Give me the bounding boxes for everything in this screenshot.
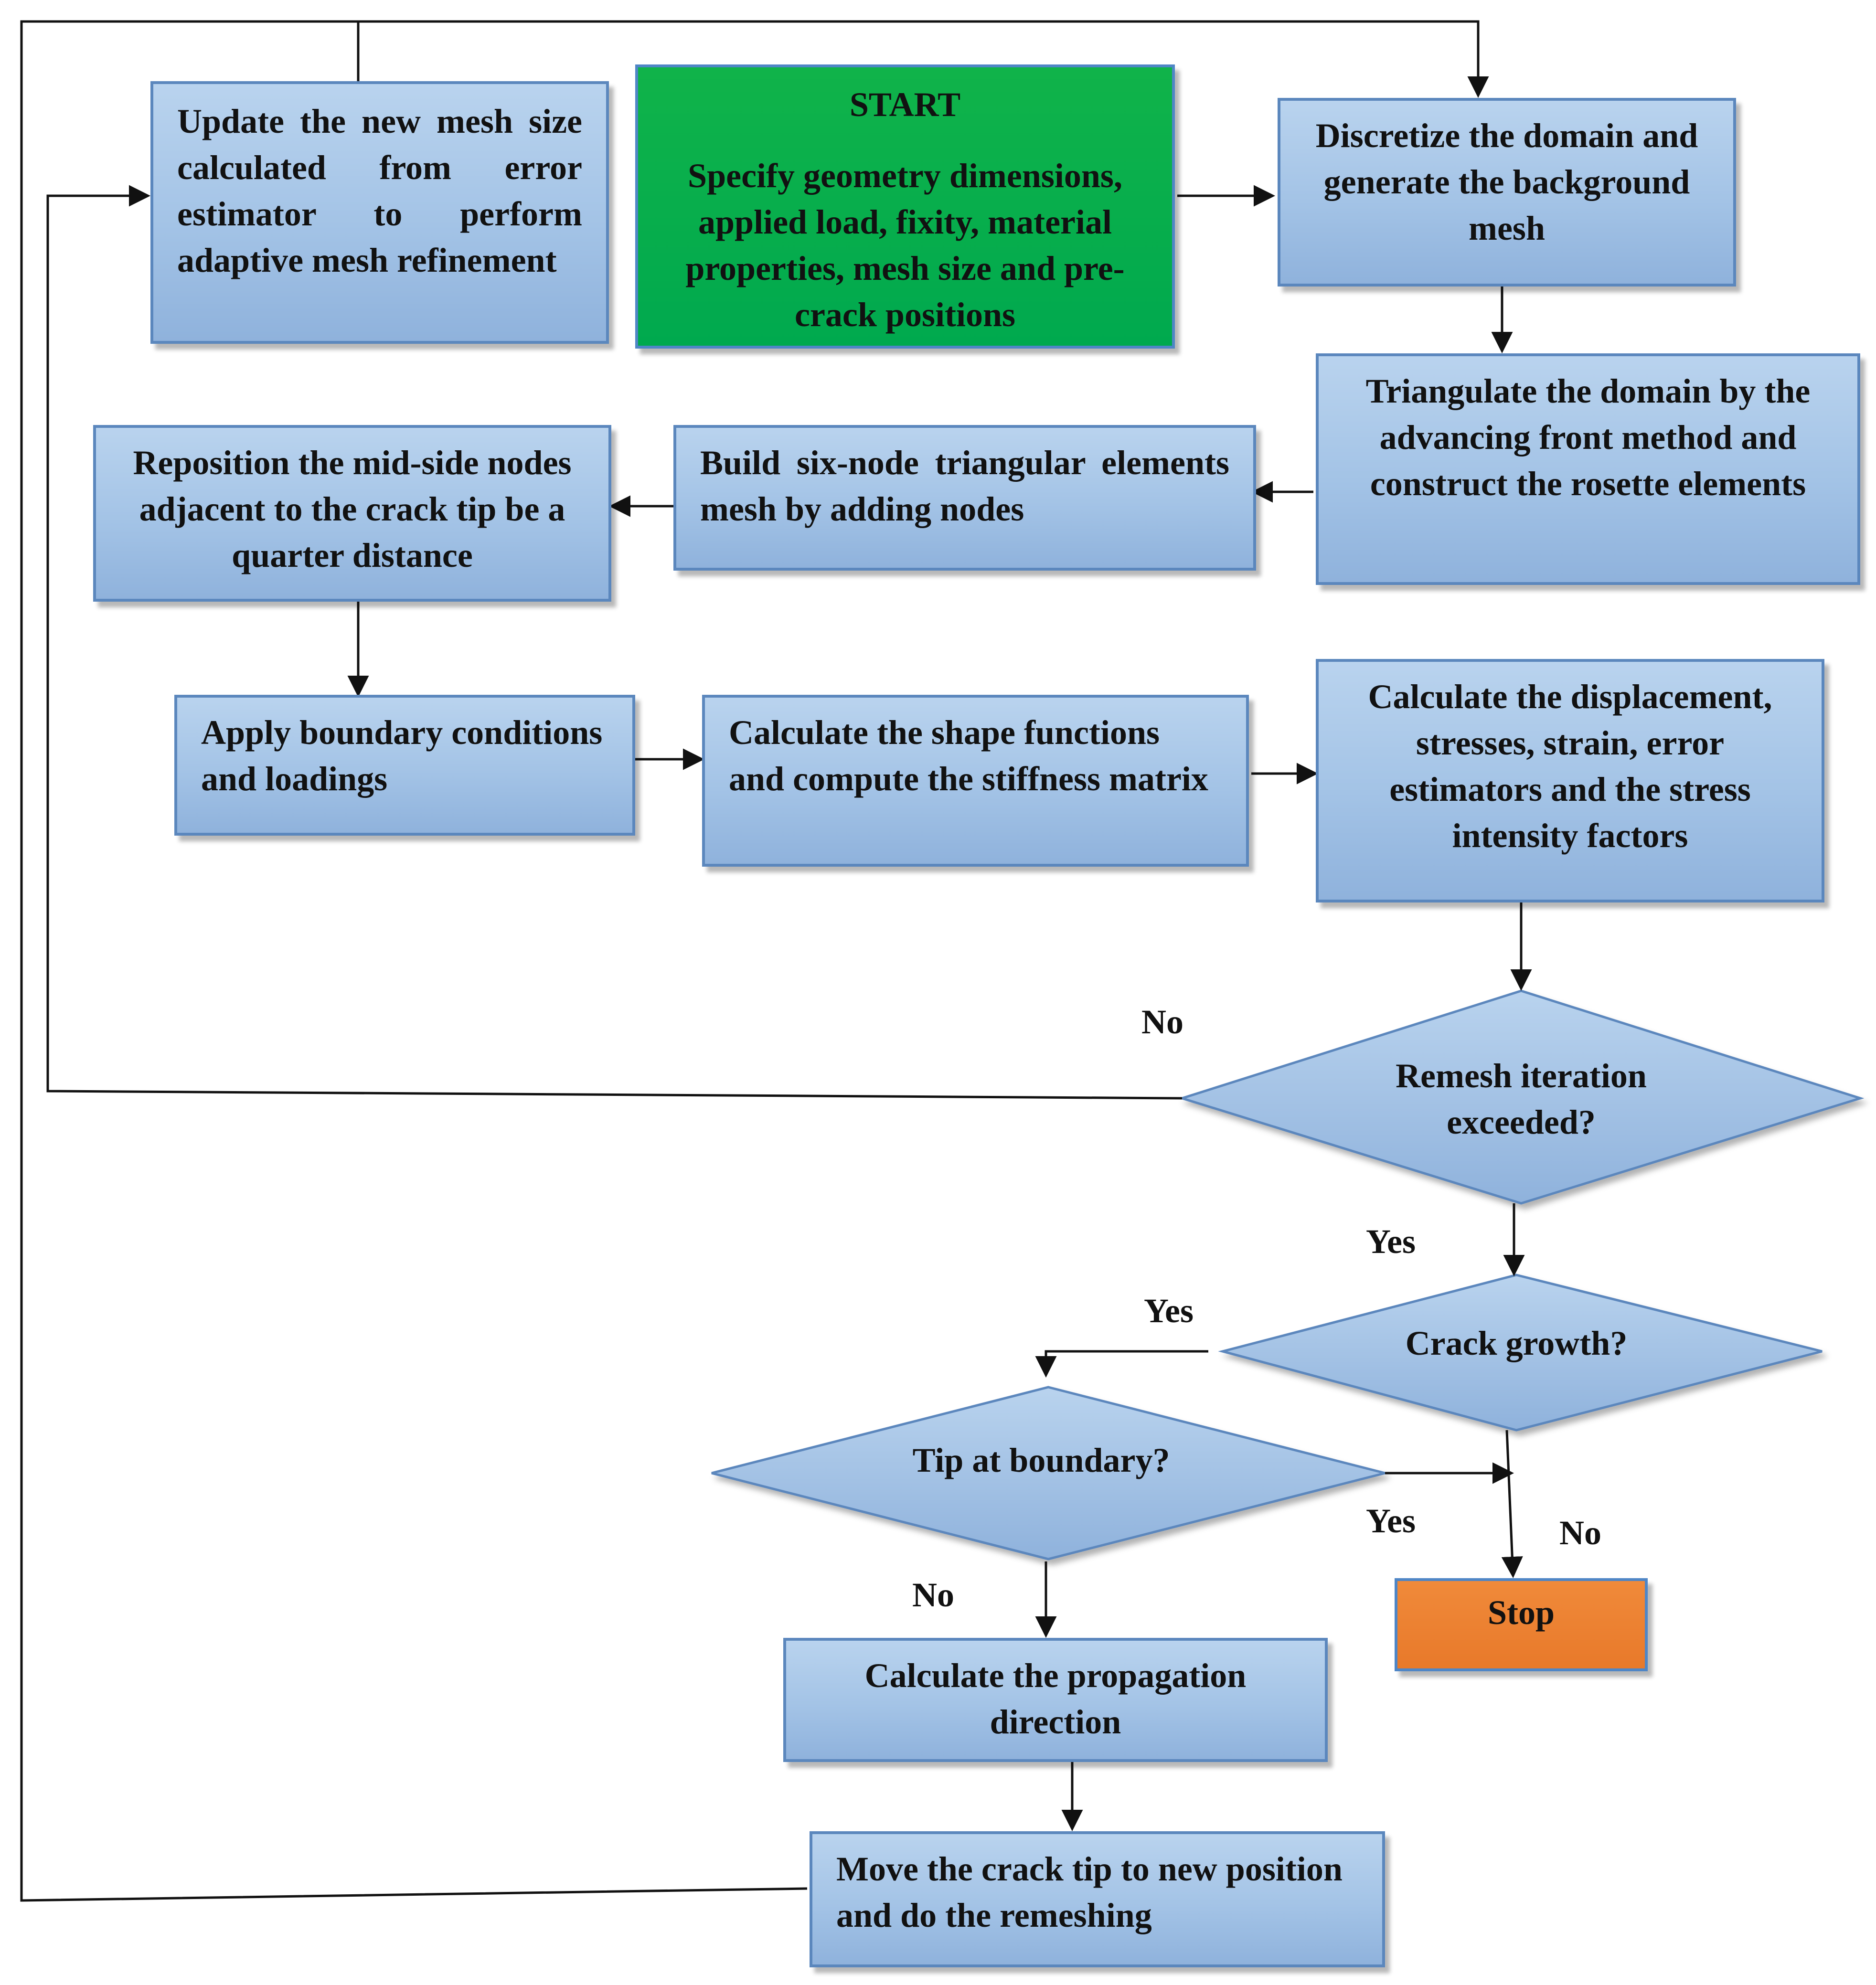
- label-remesh-yes: Yes: [1366, 1222, 1416, 1261]
- decision-crack-growth: Crack growth?: [1337, 1320, 1695, 1367]
- step-triangulate-text: Triangulate the domain by the advancing …: [1365, 372, 1811, 503]
- step-build-mesh: Build six-node triangular elements mesh …: [673, 425, 1256, 571]
- wire-update-to-discretize: [357, 20, 1489, 98]
- start-title: START: [849, 85, 961, 124]
- step-propagation-text: Calculate the propagation direction: [864, 1656, 1247, 1741]
- step-triangulate: Triangulate the domain by the advancing …: [1316, 353, 1860, 585]
- decision-crack-growth-shape: [1218, 1274, 1823, 1432]
- label-remesh-no: No: [1141, 1003, 1183, 1041]
- decision-tip-boundary-text: Tip at boundary?: [912, 1441, 1170, 1479]
- start-block: START Specify geometry dimensions, appli…: [635, 64, 1175, 349]
- wire-move-to-top-loop: [20, 20, 808, 1902]
- step-build-mesh-text: Build six-node triangular elements mesh …: [700, 444, 1229, 528]
- step-discretize: Discretize the domain and generate the b…: [1278, 98, 1736, 287]
- label-growth-yes: Yes: [1144, 1292, 1194, 1330]
- wire-growth-yes-to-tip: [1035, 1350, 1208, 1378]
- step-boundary-text: Apply boundary conditions and loadings: [201, 713, 603, 798]
- stop-block: Stop: [1395, 1578, 1648, 1671]
- decision-remesh: Remesh iteration exceeded?: [1325, 1053, 1717, 1146]
- step-shape-functions: Calculate the shape functions and comput…: [702, 695, 1249, 867]
- step-reposition: Reposition the mid-side nodes adjacent t…: [93, 425, 611, 602]
- step-propagation: Calculate the propagation direction: [783, 1638, 1328, 1762]
- decision-tip-boundary-shape: [711, 1386, 1386, 1560]
- step-calculate-text: Calculate the displacement, stresses, st…: [1368, 678, 1772, 855]
- step-update-mesh: Update the new mesh size calculated from…: [150, 81, 609, 344]
- wire-remesh-no-to-update: [46, 185, 1183, 1100]
- step-reposition-text: Reposition the mid-side nodes adjacent t…: [133, 444, 572, 574]
- decision-remesh-shape: [1178, 989, 1865, 1205]
- step-calculate: Calculate the displacement, stresses, st…: [1316, 659, 1824, 902]
- label-growth-no: No: [1559, 1514, 1601, 1552]
- step-shape-functions-text: Calculate the shape functions and comput…: [729, 713, 1208, 798]
- decision-remesh-text: Remesh iteration exceeded?: [1396, 1057, 1647, 1141]
- step-discretize-text: Discretize the domain and generate the b…: [1315, 117, 1698, 247]
- decision-tip-boundary: Tip at boundary?: [850, 1437, 1232, 1484]
- decision-crack-growth-text: Crack growth?: [1405, 1324, 1628, 1362]
- label-tip-yes: Yes: [1366, 1502, 1416, 1540]
- step-update-mesh-text: Update the new mesh size calculated from…: [177, 102, 582, 279]
- step-boundary: Apply boundary conditions and loadings: [174, 695, 635, 836]
- start-text: Specify geometry dimensions, applied loa…: [685, 157, 1125, 334]
- wire-growth-no-to-stop: [1501, 1430, 1523, 1578]
- step-move-tip: Move the crack tip to new position and d…: [810, 1831, 1385, 1967]
- step-move-tip-text: Move the crack tip to new position and d…: [836, 1850, 1343, 1934]
- label-tip-no: No: [912, 1576, 954, 1614]
- stop-text: Stop: [1487, 1593, 1555, 1632]
